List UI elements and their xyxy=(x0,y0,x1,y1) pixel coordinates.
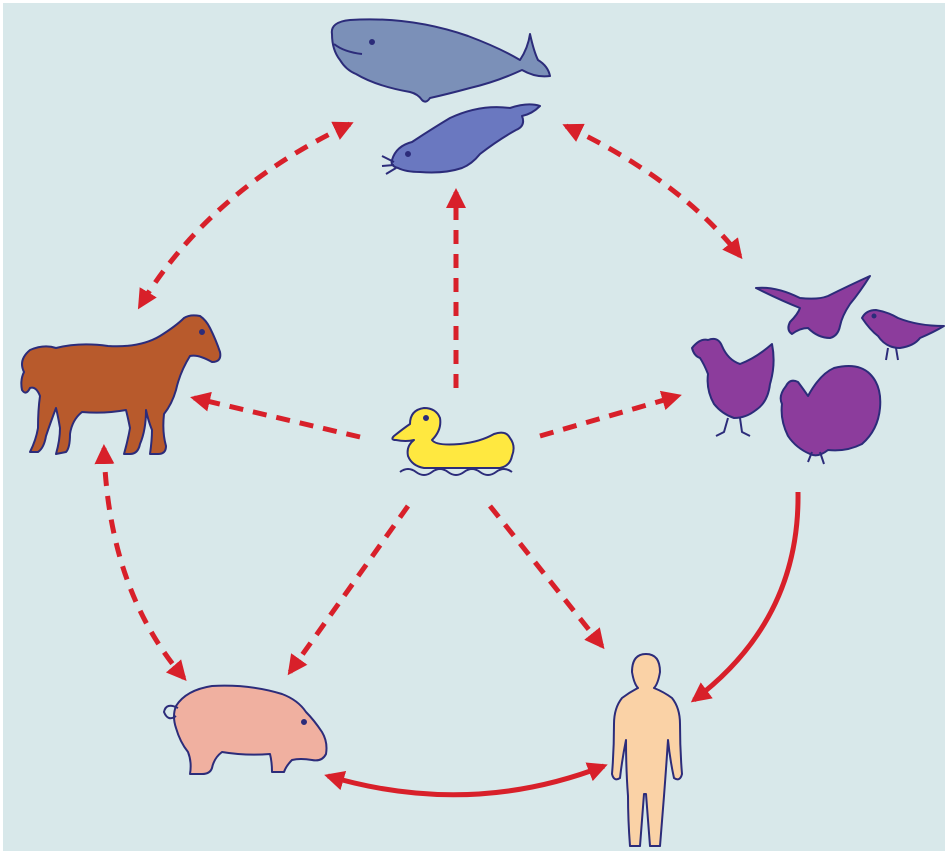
diagram-canvas xyxy=(0,0,948,854)
transmission-diagram xyxy=(0,0,948,854)
